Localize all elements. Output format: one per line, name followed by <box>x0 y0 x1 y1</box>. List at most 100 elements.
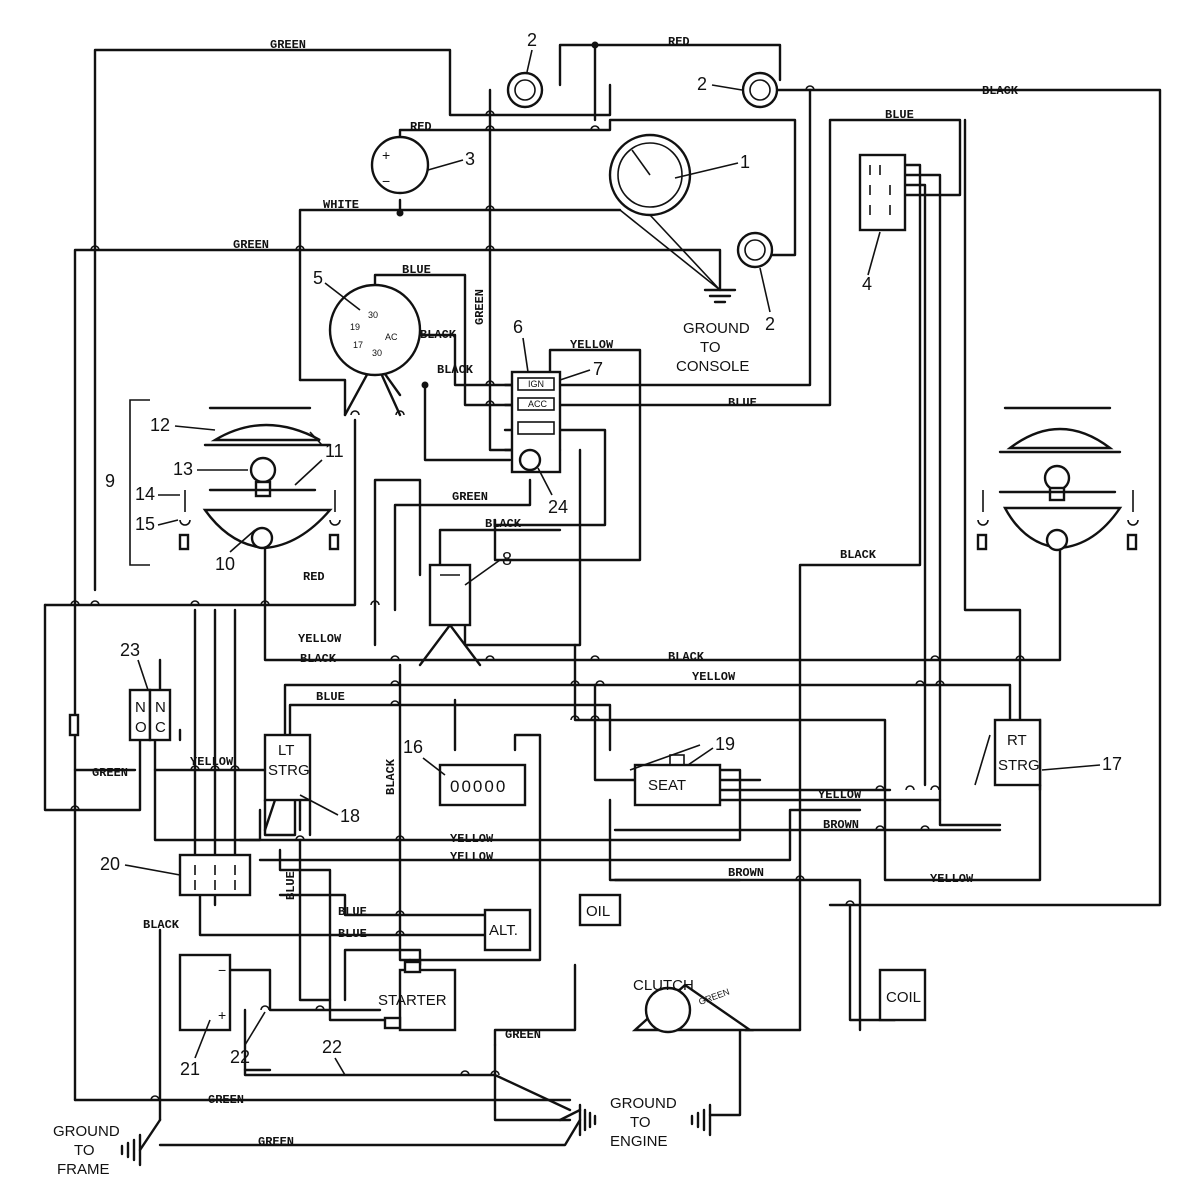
battery: − + <box>178 953 232 1032</box>
relay-c: C <box>155 719 166 736</box>
wire-label: BLACK <box>668 650 705 664</box>
callout-19: 19 <box>715 734 735 754</box>
callout-13: 13 <box>173 459 193 479</box>
wire-label: BLACK <box>485 517 522 531</box>
wire-label: BLUE <box>338 905 367 919</box>
wire-label: GREEN <box>473 289 487 325</box>
callout-6: 6 <box>513 317 523 337</box>
svg-text:+: + <box>382 147 390 163</box>
wire-label: YELLOW <box>570 338 614 352</box>
callout-10: 10 <box>215 554 235 574</box>
indicator-lamp <box>736 231 774 269</box>
solenoid <box>428 563 472 627</box>
wire-label: YELLOW <box>190 755 234 769</box>
wire-label: BLUE <box>728 396 757 410</box>
wire-label: BLUE <box>885 108 914 122</box>
wire-label: GREEN <box>208 1093 244 1107</box>
callout-2b: 2 <box>697 74 707 94</box>
terminal-ac: AC <box>385 332 398 342</box>
callout-7: 7 <box>593 359 603 379</box>
wire-label: BLACK <box>982 84 1019 98</box>
pilot-lamp <box>518 448 542 472</box>
hour-meter: 00000 <box>438 763 527 807</box>
wire-label: BLACK <box>840 548 877 562</box>
wire-label: BLACK <box>420 328 457 342</box>
wire-label: GREEN <box>505 1028 541 1042</box>
callout-5: 5 <box>313 268 323 288</box>
left-steering-switch: LT STRG <box>263 733 312 802</box>
svg-text:+: + <box>218 1007 226 1023</box>
relay-n2: N <box>155 699 166 716</box>
wire-label: BLACK <box>437 363 474 377</box>
callout-8: 8 <box>502 549 512 569</box>
wire-label: BLUE <box>402 263 431 277</box>
ground-console-line3: CONSOLE <box>676 358 749 375</box>
right-steering-switch: RT STRG <box>974 718 1042 787</box>
terminal-19: 19 <box>350 322 360 332</box>
wire-label: BLUE <box>338 927 367 941</box>
relay <box>858 153 907 232</box>
wire-label: YELLOW <box>450 832 494 846</box>
wire-label: YELLOW <box>298 632 342 646</box>
ground-engine-line3: ENGINE <box>610 1133 668 1150</box>
wire-label: BLUE <box>316 690 345 704</box>
ign-label: IGN <box>528 379 544 389</box>
ground-engine-line1: GROUND <box>610 1095 677 1112</box>
wire-labels: GREEN RED BLACK RED WHITE GREEN BLUE BLU… <box>92 35 1019 1149</box>
ground-frame-line3: FRAME <box>57 1161 110 1178</box>
wire-label: YELLOW <box>930 872 974 886</box>
callout-16: 16 <box>403 737 423 757</box>
callout-4: 4 <box>862 274 872 294</box>
ignition-coil: COIL <box>878 968 927 1022</box>
wire-label: GREEN <box>258 1135 294 1149</box>
ammeter: + − <box>370 135 430 195</box>
wire-label: YELLOW <box>692 670 736 684</box>
seat-label: SEAT <box>648 777 686 794</box>
gauge <box>608 133 737 304</box>
ground-frame-line1: GROUND <box>53 1123 120 1140</box>
wire-label: YELLOW <box>818 788 862 802</box>
indicator-lamp <box>741 71 779 109</box>
clutch-label: CLUTCH <box>633 977 694 994</box>
alternator: ALT. <box>483 908 532 952</box>
callout-22b: 22 <box>322 1037 342 1057</box>
wire-label: GREEN <box>92 766 128 780</box>
lt-strg-line2: STRG <box>268 762 310 779</box>
callout-2c: 2 <box>765 314 775 334</box>
callout-2a: 2 <box>527 30 537 50</box>
indicator-lamp <box>506 71 544 109</box>
wire-label: RED <box>303 570 325 584</box>
alt-label: ALT. <box>489 922 518 939</box>
wire-label: BLACK <box>143 918 180 932</box>
callout-15: 15 <box>135 514 155 534</box>
relay-o: O <box>135 719 147 736</box>
ground-engine-line2: TO <box>630 1114 651 1131</box>
terminal-30b: 30 <box>372 348 382 358</box>
callout-21: 21 <box>180 1059 200 1079</box>
wire-label: GREEN <box>452 490 488 504</box>
coil-label: COIL <box>886 989 921 1006</box>
ground-labels: GROUND TO CONSOLE GROUND TO ENGINE GROUN… <box>53 320 750 1178</box>
rt-strg-line1: RT <box>1007 732 1027 749</box>
ground-console-line1: GROUND <box>683 320 750 337</box>
callout-3: 3 <box>465 149 475 169</box>
callout-23: 23 <box>120 640 140 660</box>
wires <box>43 43 1162 1152</box>
wire-crossings <box>70 85 1025 1101</box>
hour-meter-digits: 00000 <box>450 777 507 796</box>
ground-console-line2: TO <box>700 339 721 356</box>
callout-12: 12 <box>150 415 170 435</box>
wire-label: WHITE <box>323 198 359 212</box>
oil-switch: OIL <box>578 893 622 927</box>
oil-label: OIL <box>586 903 610 920</box>
wire-label: BLACK <box>384 758 398 795</box>
left-headlight <box>129 399 341 566</box>
callout-9: 9 <box>105 471 115 491</box>
wire-label: RED <box>410 120 432 134</box>
callout-14: 14 <box>135 484 155 504</box>
wire-label: RED <box>668 35 690 49</box>
wire-label: YELLOW <box>450 850 494 864</box>
callout-11: 11 <box>325 441 344 461</box>
wire-label: BROWN <box>728 866 764 880</box>
callout-20: 20 <box>100 854 120 874</box>
